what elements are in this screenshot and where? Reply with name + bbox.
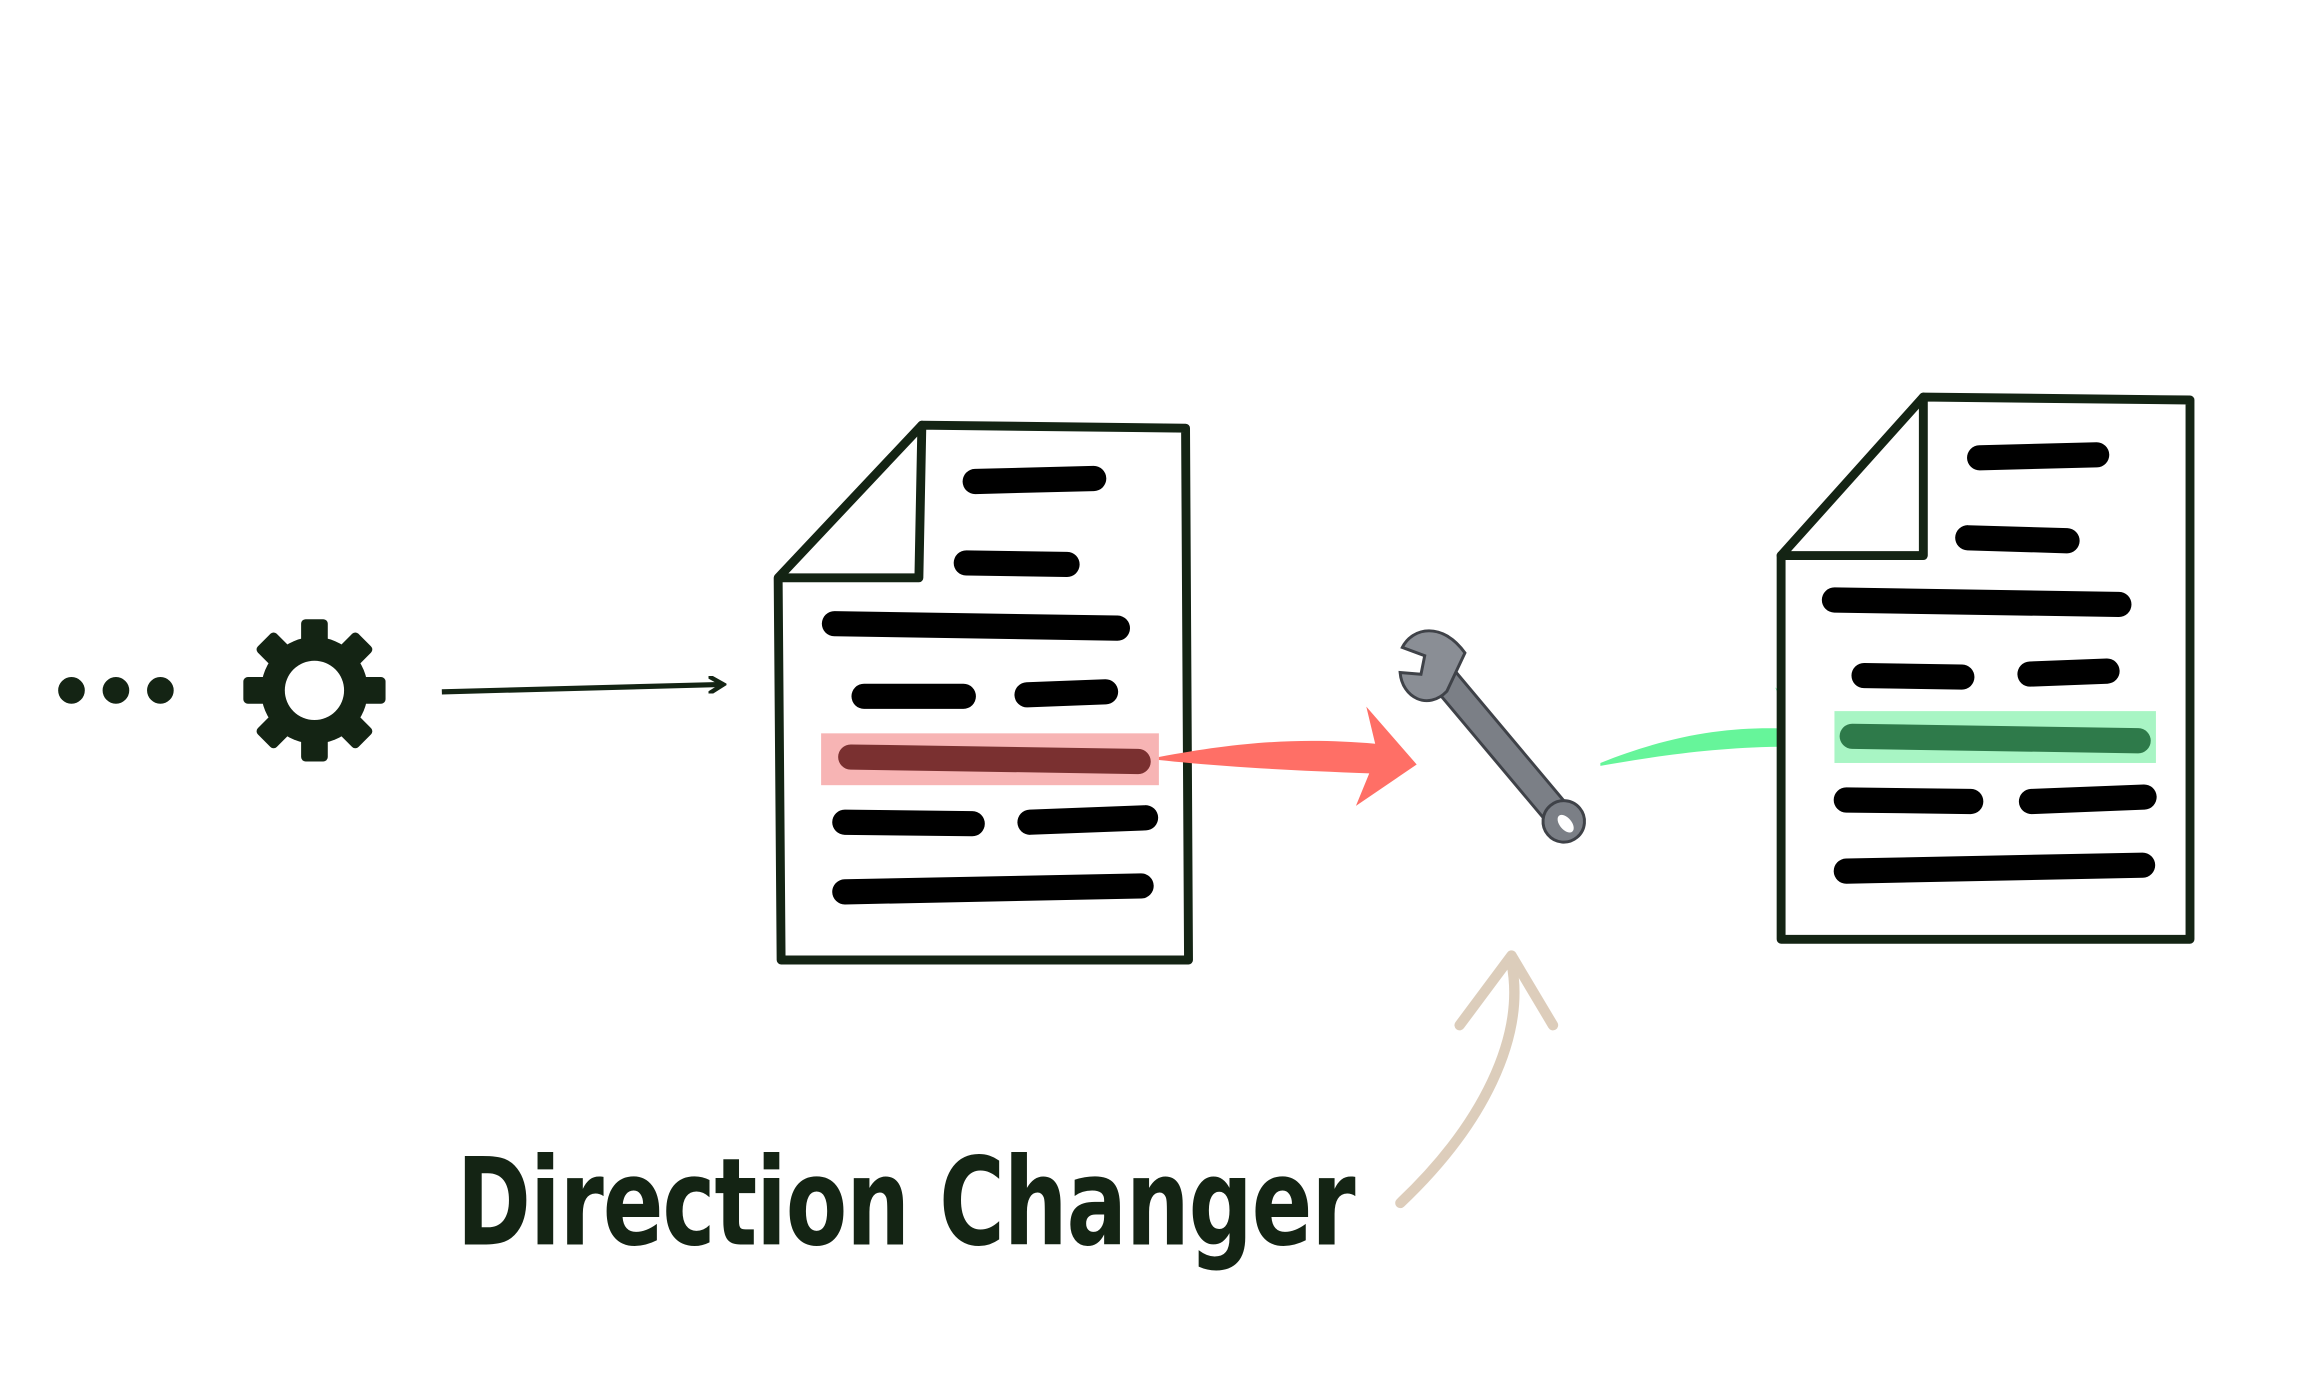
gear-icon [243, 619, 386, 762]
direction-changer-label: Direction Changer [457, 1131, 1356, 1273]
error-arrow [1158, 706, 1417, 806]
ellipsis-icon [58, 677, 174, 704]
error-line [838, 744, 1151, 775]
hint-arrow [1395, 950, 1559, 1209]
fixed-arrow [1600, 687, 1832, 792]
wrench-icon [1398, 629, 1586, 844]
fixed-line [1839, 723, 2151, 754]
original-document-lines [821, 465, 1159, 905]
input-arrow [441, 684, 723, 695]
corrected-document-lines [1821, 442, 2157, 884]
